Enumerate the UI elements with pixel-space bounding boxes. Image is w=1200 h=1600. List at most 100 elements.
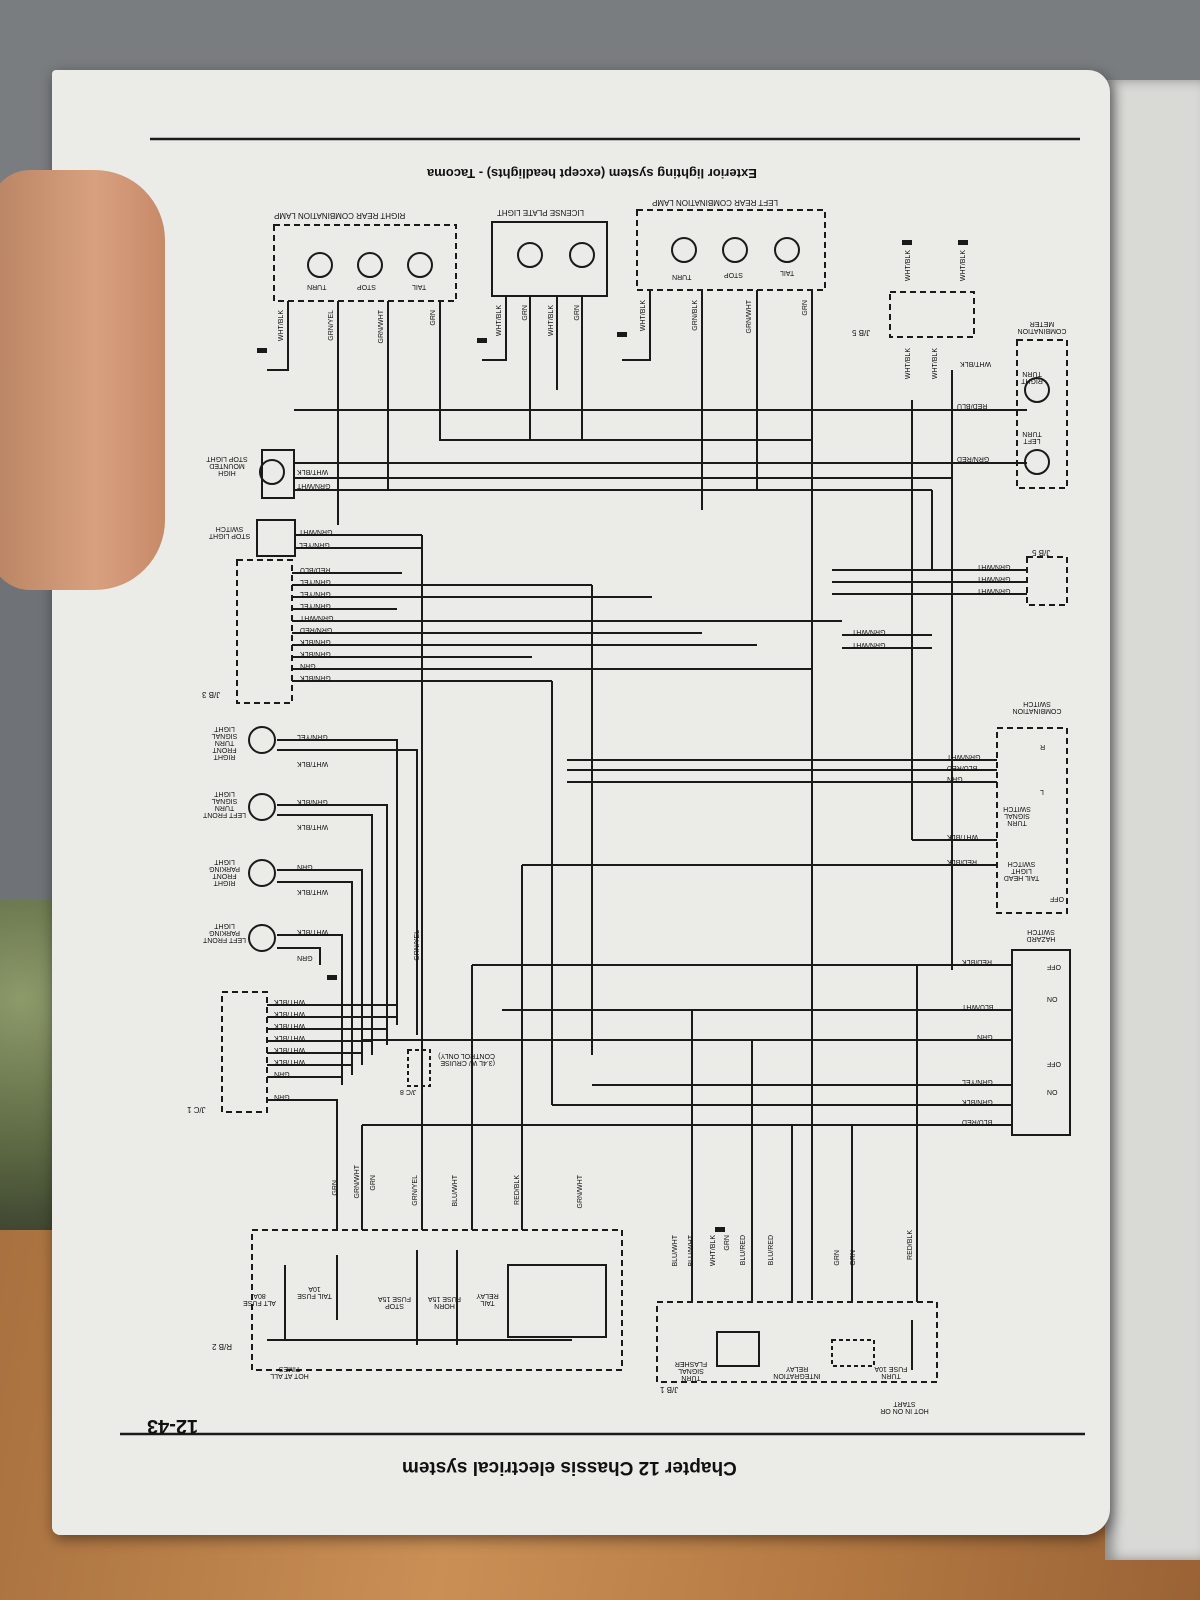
jb1-wire-label-6: BLU/RED	[768, 1235, 775, 1266]
jb5-top-box	[889, 291, 975, 338]
rb2-wire-label-4: GRN/YEL	[412, 1175, 419, 1206]
rr-wire-label-2: GRN/YEL	[328, 310, 335, 341]
lr-wire-label-2: GRN/BLK	[692, 300, 699, 331]
rr-wire-label-1: WHT/BLK	[278, 310, 285, 342]
jb3-box	[236, 559, 293, 704]
rf-park-wire	[277, 869, 363, 1065]
hot-all-times-label: HOT AT ALL TIMES	[270, 1365, 309, 1379]
rb2-wire-label-6: RED/BLK	[514, 1175, 521, 1205]
right-turn-indicator	[1024, 377, 1050, 403]
rr-turn-bulb	[307, 252, 333, 278]
license-plate-label: LICENSE PLATE LIGHT	[497, 208, 584, 217]
lr-stop-bulb	[722, 237, 748, 263]
lic-wire-1	[482, 296, 507, 361]
hmsl-bulb	[259, 459, 285, 485]
hazard-switch-box	[1011, 949, 1071, 1136]
jb5-right-box	[1026, 556, 1068, 606]
lic-wire-label-1: WHT/BLK	[496, 305, 503, 337]
rr-tail-bulb	[407, 252, 433, 278]
jb1-wire-label-1: BLU/WHT	[672, 1235, 679, 1267]
rr-stop-label: STOP	[357, 283, 376, 290]
hazard-switch-label: HAZARD SWITCH	[1026, 928, 1056, 942]
rb2-wire-label-5: BLU/WHT	[452, 1175, 459, 1207]
combo-sw-label-1: GRN/WHT	[947, 753, 981, 760]
rr-wire-label-4: GRN	[430, 310, 437, 326]
lf-turn-ground	[277, 814, 373, 1055]
jb3-label: J/B 3	[202, 690, 221, 699]
lr-wire-label-4: GRN	[802, 300, 809, 316]
ground-symbol-5	[617, 332, 627, 337]
lr-turn-bulb	[671, 237, 697, 263]
hazard-wire-label-5: GRN/BLK	[962, 1098, 993, 1105]
jb1-wire-label-9: RED/BLK	[907, 1230, 914, 1260]
jb1-wire-label-2: BLU/WHT	[688, 1235, 695, 1267]
head-sw-label-2: RED/BLK	[947, 858, 977, 865]
alt-fuse-label: ALT FUSE 80A	[243, 1292, 276, 1306]
rb2-wire-label-7: GRN/WHT	[577, 1175, 584, 1209]
lr-turn-label: TURN	[672, 273, 692, 280]
hazard-wire-label-1: RED/BLK	[962, 958, 992, 965]
lr-tail-label: TAIL	[780, 269, 795, 276]
front-lamp-label-4: WHT/BLK	[297, 823, 329, 830]
hazard-wire-label-3: GRN	[977, 1033, 993, 1040]
jb3-wire-label-3: GRN/YEL	[300, 590, 331, 597]
front-lamp-label-7: WHT/BLK	[297, 928, 329, 935]
integration-relay	[831, 1339, 875, 1367]
lic-wire-label-2: GRN	[522, 305, 529, 321]
page-number: 12-43	[147, 1415, 199, 1437]
meter-wire-label-2: RED/BLU	[957, 402, 988, 409]
hmsl-wire-label-2: GRN/WHT	[297, 482, 331, 489]
jb3-wire-label-2: GRN/YEL	[300, 578, 331, 585]
jc1-box	[221, 991, 268, 1113]
tail-fuse-label: TAIL FUSE 10A	[297, 1285, 332, 1299]
ground-symbol-7	[715, 1227, 725, 1232]
combo-sw-label-2: BLU/RED	[947, 764, 978, 771]
jb3-wire-label-6: GRN/RED	[300, 626, 333, 633]
ground-symbol-2	[958, 240, 968, 245]
lf-park-ground	[277, 947, 321, 965]
rr-turn-label: TURN	[307, 283, 327, 290]
jc1-wire-label-7: GRN	[274, 1070, 290, 1077]
hazard-off-1: OFF	[1047, 963, 1061, 970]
jc1-wire-label-1: WHT/BLK	[274, 998, 306, 1005]
turn-signal-flasher	[716, 1331, 760, 1367]
rf-park-ground	[277, 881, 353, 1075]
stop-sw-label-1: GRN/WHT	[299, 528, 333, 535]
combination-meter-box	[1016, 339, 1068, 489]
jb3-wire-label-1: RED/BLU	[300, 566, 331, 573]
tail-relay-box	[507, 1264, 607, 1338]
lf-turn-label: LEFT FRONT TURN SIGNAL LIGHT	[202, 790, 247, 818]
jb3-wire-label-5: GRN/WHT	[300, 614, 334, 621]
rf-turn-wire	[277, 739, 398, 1025]
rr-wire-4	[439, 301, 532, 441]
license-bulb-1	[517, 242, 543, 268]
combination-meter-label: COMBINATION METER	[1017, 320, 1067, 334]
manual-page: Chapter 12 Chassis electrical system 12-…	[52, 70, 1110, 1535]
jb3-wire-label-4: GRN/YEL	[300, 602, 331, 609]
head-off-label: OFF	[1050, 895, 1064, 902]
jc8-note: (3.4L W/ CRUISE CONTROL ONLY)	[438, 1052, 495, 1066]
ground-symbol-3	[257, 348, 267, 353]
hazard-on-2: ON	[1047, 1088, 1058, 1095]
left-turn-indicator	[1024, 449, 1050, 475]
horn-fuse-label: HORN FUSE 15A	[427, 1295, 462, 1309]
rb2-label: R/B 2	[212, 1342, 233, 1351]
jb5-top-label-1: WHT/BLK	[905, 250, 912, 282]
mid-right-label-2: GRN/WHT	[852, 641, 886, 648]
jb5-vert-label-1: WHT/BLK	[905, 348, 912, 380]
right-rear-lamp-label: RIGHT REAR COMBINATION LAMP	[274, 211, 406, 220]
stop-switch-label: STOP LIGHT SWITCH	[208, 525, 251, 539]
front-lamp-label-5: GRN	[297, 863, 313, 870]
diagram-title: Exterior lighting system (except headlig…	[427, 166, 757, 181]
jc1-wire-label-4: WHT/BLK	[274, 1034, 306, 1041]
hazard-wire-label-4: GRN/YEL	[962, 1078, 993, 1085]
jc1-wire-label-2: WHT/BLK	[274, 1010, 306, 1017]
rb2-box	[251, 1229, 623, 1371]
facing-page	[1105, 80, 1200, 1560]
front-lamp-label-2: WHT/BLK	[297, 760, 329, 767]
stop-fuse-label: STOP FUSE 15A	[377, 1295, 412, 1309]
meter-wire-label-1: WHT/BLK	[960, 360, 992, 367]
jb3-wire-label-7: GRN/BLK	[300, 638, 331, 645]
hazard-off-2: OFF	[1047, 1060, 1061, 1067]
hazard-on-1: ON	[1047, 995, 1058, 1002]
